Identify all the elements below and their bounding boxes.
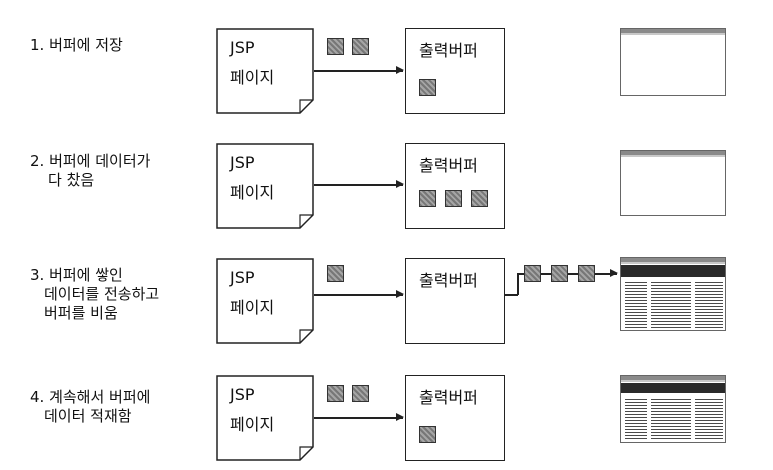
data-block	[471, 190, 488, 207]
buffer-label: 출력버퍼	[419, 156, 478, 175]
flow-arrow	[314, 291, 404, 297]
jsp-page-3: JSP 페이지	[216, 258, 314, 344]
output-buffer-4: 출력버퍼	[405, 375, 505, 461]
output-buffer-3: 출력버퍼	[405, 258, 505, 344]
data-block	[352, 385, 369, 402]
jsp-page-2: JSP 페이지	[216, 143, 314, 229]
data-block	[445, 190, 462, 207]
browser-window-filled	[620, 257, 726, 331]
data-block	[524, 265, 541, 282]
step-3-line-1: 3. 버퍼에 쌓인	[30, 266, 123, 284]
browser-window-empty	[620, 28, 726, 96]
step-4-line-2: 데이터 적재함	[44, 407, 132, 425]
jsp-label: JSP	[230, 268, 255, 287]
step-1-label: 1. 버퍼에 저장	[30, 36, 123, 55]
step-2-line-2: 다 찼음	[48, 171, 95, 189]
flow-arrow	[314, 67, 404, 73]
flow-line	[517, 273, 519, 295]
data-block	[551, 265, 568, 282]
page-label: 페이지	[230, 298, 275, 317]
output-buffer-2: 출력버퍼	[405, 143, 505, 229]
browser-window-empty	[620, 150, 726, 216]
data-block	[419, 79, 436, 96]
page-label: 페이지	[230, 415, 275, 434]
step-1-line-1: 1. 버퍼에 저장	[30, 36, 123, 54]
data-block	[327, 265, 344, 282]
step-3-line-3: 버퍼를 비움	[44, 304, 118, 322]
flow-line	[505, 294, 518, 296]
jsp-label: JSP	[230, 153, 255, 172]
flow-arrow	[314, 414, 404, 420]
jsp-page-4: JSP 페이지	[216, 375, 314, 461]
data-block	[352, 38, 369, 55]
data-block	[419, 426, 436, 443]
jsp-label: JSP	[230, 38, 255, 57]
data-block	[327, 38, 344, 55]
data-block	[578, 265, 595, 282]
page-label: 페이지	[230, 68, 275, 87]
step-4-line-1: 4. 계속해서 버퍼에	[30, 388, 151, 406]
flow-arrow	[314, 181, 404, 187]
page-label: 페이지	[230, 183, 275, 202]
buffer-label: 출력버퍼	[419, 271, 478, 290]
step-3-label: 3. 버퍼에 쌓인 데이터를 전송하고 버퍼를 비움	[30, 266, 159, 323]
output-buffer-1: 출력버퍼	[405, 28, 505, 114]
jsp-label: JSP	[230, 385, 255, 404]
step-4-label: 4. 계속해서 버퍼에 데이터 적재함	[30, 388, 150, 426]
step-2-line-1: 2. 버퍼에 데이터가	[30, 152, 151, 170]
step-2-label: 2. 버퍼에 데이터가 다 찼음	[30, 152, 150, 190]
browser-window-filled	[620, 375, 726, 443]
data-block	[419, 190, 436, 207]
data-block	[327, 385, 344, 402]
jsp-page-1: JSP 페이지	[216, 28, 314, 114]
step-3-line-2: 데이터를 전송하고	[44, 285, 160, 303]
buffer-label: 출력버퍼	[419, 41, 478, 60]
buffer-label: 출력버퍼	[419, 388, 478, 407]
